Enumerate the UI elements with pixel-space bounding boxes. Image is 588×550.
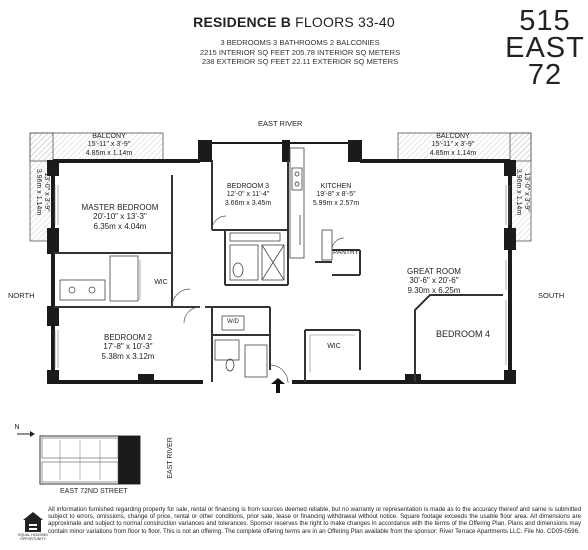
kitchen-name: KITCHEN bbox=[320, 183, 352, 190]
balcony-right-side-m: 3.96m x 1.14m bbox=[514, 168, 522, 216]
keyplan-street: EAST 72ND STREET bbox=[60, 488, 128, 495]
bedroom3-dim-ft: 12'-0" x 11'-4" bbox=[226, 191, 270, 199]
pantry-label: PANTRY bbox=[333, 249, 359, 256]
balcony-right-dim-m: 4.85m x 1.14m bbox=[429, 149, 477, 157]
spec-interior: 2215 INTERIOR SQ FEET 205.78 INTERIOR SQ… bbox=[199, 47, 401, 57]
key-plan bbox=[39, 435, 141, 485]
balcony-right-side-ft: 13'-0" x 3'-9" bbox=[523, 172, 530, 212]
closet-shelves bbox=[139, 260, 355, 372]
balcony-left-side-m: 3.96m x 1.14m bbox=[34, 168, 42, 216]
balcony-right-label: BALCONY 15'-11" x 3'-9" 4.85m x 1.14m bbox=[408, 133, 498, 158]
label-east-river: EAST RIVER bbox=[258, 119, 303, 128]
balcony-right-area bbox=[397, 132, 532, 162]
spec-block: 3 BEDROOMS 3 BATHROOMS 2 BALCONIES 2215 … bbox=[150, 38, 450, 67]
balcony-right-dim-ft: 15'-11" x 3'-9" bbox=[431, 141, 475, 149]
label-south: SOUTH bbox=[538, 291, 565, 300]
door-swings bbox=[171, 215, 345, 384]
logo-line-3: 72 bbox=[527, 59, 563, 91]
spec-rooms: 3 BEDROOMS 3 BATHROOMS 2 BALCONIES bbox=[220, 38, 380, 47]
keyplan-river: EAST RIVER bbox=[167, 437, 174, 479]
north-arrow bbox=[17, 431, 35, 437]
residence-title: RESIDENCE B bbox=[193, 14, 292, 30]
kitchen-dim-ft: 19'-8" x 8'-5" bbox=[316, 191, 356, 199]
disclaimer-text: All information furnished regarding prop… bbox=[48, 506, 581, 535]
bedroom4-label: BEDROOM 4 bbox=[435, 329, 490, 339]
logo-line-2: EAST bbox=[505, 32, 585, 64]
balcony-right-side-label: 13'-0" x 3'-9" 3.96m x 1.14m bbox=[513, 147, 530, 237]
bedroom2-dim-ft: 17'-8" x 10'-3" bbox=[103, 342, 153, 352]
keyplan-north: N bbox=[14, 424, 20, 431]
washer-dryer bbox=[221, 315, 245, 331]
balcony-left-label: BALCONY 15'-11" x 3'-9" 4.85m x 1.14m bbox=[64, 133, 154, 158]
top-wall bbox=[199, 142, 361, 161]
bedroom3-name: BEDROOM 3 bbox=[226, 183, 269, 190]
balcony-left-dim-m: 4.85m x 1.14m bbox=[85, 149, 133, 157]
interior-walls bbox=[53, 160, 503, 382]
floors-label: FLOORS 33-40 bbox=[295, 14, 395, 30]
master-bedroom-dim-m: 6.35m x 4.04m bbox=[93, 221, 147, 231]
kitchen-dim-m: 5.99m x 2.57m bbox=[312, 199, 360, 207]
bedroom3-dim-m: 3.66m x 3.45m bbox=[224, 199, 272, 207]
wic1-label: WIC bbox=[154, 279, 168, 286]
balcony-left-side-ft: 13'-0" x 3'-9" bbox=[43, 172, 50, 212]
label-north: NORTH bbox=[8, 291, 35, 300]
wic2-label: WIC bbox=[327, 343, 341, 350]
kitchen-counters bbox=[289, 147, 333, 261]
balcony-left-dim-ft: 15'-11" x 3'-9" bbox=[87, 141, 131, 149]
building-logo: 515 EAST 72 bbox=[505, 5, 585, 91]
logo-line-1: 515 bbox=[519, 5, 571, 37]
columns bbox=[47, 140, 516, 384]
equal-housing-logo bbox=[23, 512, 43, 532]
kitchen-label: KITCHEN 19'-8" x 8'-5" 5.99m x 2.57m bbox=[306, 183, 366, 208]
master-bedroom-name: MASTER BEDROOM bbox=[81, 203, 159, 212]
master-bedroom-label: MASTER BEDROOM 20'-10" x 13'-3" 6.35m x … bbox=[70, 203, 170, 231]
bath-fixtures bbox=[59, 232, 285, 378]
balcony-left-side-label: 13'-0" x 3'-9" 3.96m x 1.14m bbox=[33, 147, 50, 237]
bedroom2-name: BEDROOM 2 bbox=[103, 333, 152, 342]
balcony-right-name: BALCONY bbox=[436, 133, 470, 140]
page-title: RESIDENCE B FLOORS 33-40 bbox=[0, 14, 588, 30]
great-room-label: GREAT ROOM 30'-6" x 20'-6" 9.30m x 6.25m bbox=[384, 267, 484, 295]
bedroom2-dim-m: 5.38m x 3.12m bbox=[101, 351, 155, 361]
balcony-left-name: BALCONY bbox=[92, 133, 126, 140]
great-room-dim-m: 9.30m x 6.25m bbox=[407, 285, 461, 295]
great-room-dim-ft: 30'-6" x 20'-6" bbox=[409, 276, 459, 286]
spec-exterior: 238 EXTERIOR SQ FEET 22.11 EXTERIOR SQ M… bbox=[201, 57, 399, 67]
wd-label: W/D bbox=[227, 319, 239, 325]
master-bedroom-dim-ft: 20'-10" x 13'-3" bbox=[93, 212, 147, 222]
bedroom3-label: BEDROOM 3 12'-0" x 11'-4" 3.66m x 3.45m bbox=[213, 183, 283, 208]
bedroom2-label: BEDROOM 2 17'-8" x 10'-3" 5.38m x 3.12m bbox=[78, 333, 178, 361]
entry-arrow bbox=[271, 378, 285, 384]
windows bbox=[54, 185, 510, 368]
equal-housing-text: EQUAL HOUSING OPPORTUNITY bbox=[18, 533, 48, 541]
great-room-name: GREAT ROOM bbox=[407, 267, 461, 276]
